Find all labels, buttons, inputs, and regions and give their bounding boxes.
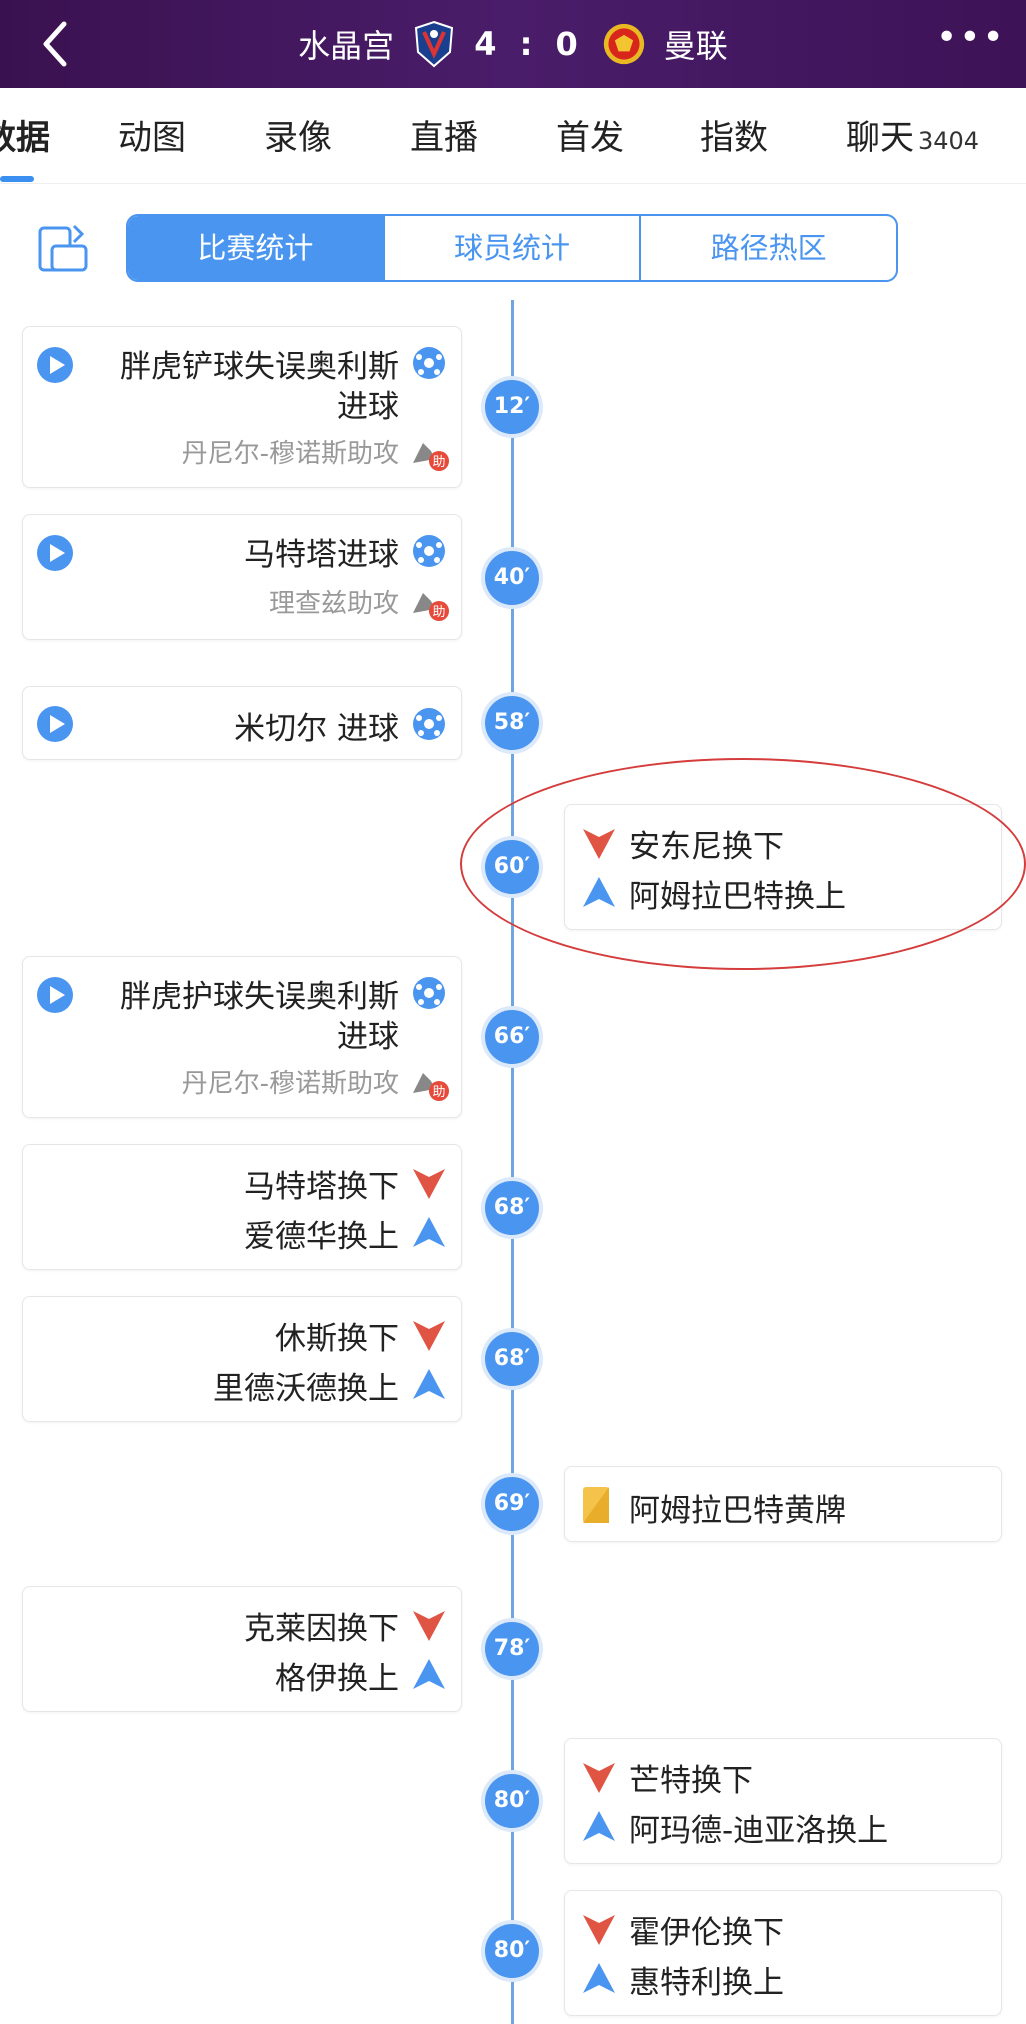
event-title: 胖虎护球失误奥利斯 bbox=[120, 979, 399, 1015]
segment-match-stats[interactable]: 比赛统计 bbox=[128, 216, 385, 280]
play-video-icon[interactable] bbox=[35, 704, 75, 744]
sub-out-icon bbox=[583, 1763, 615, 1793]
more-options-button[interactable]: ••• bbox=[936, 17, 1006, 58]
event-title: 阿姆拉巴特黄牌 bbox=[629, 1493, 846, 1529]
football-icon bbox=[413, 535, 445, 567]
sub-out-icon bbox=[583, 1915, 615, 1945]
back-arrow-icon[interactable] bbox=[28, 14, 88, 74]
minute-marker: 40′ bbox=[485, 551, 539, 605]
minute-marker: 58′ bbox=[485, 696, 539, 750]
sub-in-icon bbox=[583, 1811, 615, 1841]
assist-boot-icon: 助 bbox=[413, 443, 449, 471]
svg-text:助: 助 bbox=[432, 605, 445, 620]
assist-text: 理查兹助攻 bbox=[268, 589, 399, 619]
event-title-cont: 进球 bbox=[337, 1019, 399, 1055]
event-title-cont: 进球 bbox=[337, 389, 399, 425]
tab-data[interactable]: 数据 bbox=[0, 118, 50, 158]
event-card-goal[interactable]: 马特塔进球 理查兹助攻 助 bbox=[22, 514, 462, 640]
active-tab-indicator bbox=[0, 176, 34, 182]
svg-text:助: 助 bbox=[432, 1085, 445, 1100]
away-team-crest-icon bbox=[603, 23, 644, 65]
score-line: 水晶宫 4 : 0 曼联 bbox=[0, 0, 1026, 88]
home-team-crest-icon bbox=[415, 20, 454, 68]
minute-marker: 69′ bbox=[485, 1477, 539, 1531]
tab-replay[interactable]: 录像 bbox=[264, 118, 332, 158]
segment-player-stats[interactable]: 球员统计 bbox=[385, 216, 642, 280]
event-title: 胖虎铲球失误奥利斯 bbox=[120, 349, 399, 385]
sub-in-icon bbox=[583, 1963, 615, 1993]
minute-marker: 12′ bbox=[485, 380, 539, 434]
event-card-substitution[interactable]: 芒特换下 阿玛德-迪亚洛换上 bbox=[564, 1738, 1002, 1864]
tab-live[interactable]: 直播 bbox=[410, 118, 478, 158]
timeline-line bbox=[511, 300, 514, 2024]
event-card-substitution[interactable]: 克莱因换下 格伊换上 bbox=[22, 1586, 462, 1712]
tab-chat-label: 聊天 bbox=[846, 118, 914, 158]
score: 4 : 0 bbox=[474, 25, 584, 63]
sub-out-text: 霍伊伦换下 bbox=[629, 1915, 784, 1951]
tab-gifs[interactable]: 动图 bbox=[118, 118, 186, 158]
sub-in-icon bbox=[413, 1217, 445, 1247]
sub-in-text: 里德沃德换上 bbox=[213, 1371, 399, 1407]
match-header: 水晶宫 4 : 0 曼联 ••• bbox=[0, 0, 1026, 88]
segment-heatmap[interactable]: 路径热区 bbox=[710, 231, 827, 265]
sub-out-text: 芒特换下 bbox=[629, 1763, 753, 1799]
event-card-substitution[interactable]: 休斯换下 里德沃德换上 bbox=[22, 1296, 462, 1422]
event-card-substitution[interactable]: 霍伊伦换下 惠特利换上 bbox=[564, 1890, 1002, 2016]
assist-boot-icon: 助 bbox=[413, 1073, 449, 1101]
away-team-name: 曼联 bbox=[663, 27, 728, 65]
svg-text:助: 助 bbox=[432, 455, 445, 470]
sub-in-text: 惠特利换上 bbox=[629, 1965, 784, 2001]
swap-view-icon[interactable] bbox=[34, 220, 92, 278]
highlight-annotation-circle bbox=[460, 758, 1026, 970]
assist-text: 丹尼尔-穆诺斯助攻 bbox=[181, 439, 399, 469]
event-card-goal[interactable]: 胖虎铲球失误奥利斯 进球 丹尼尔-穆诺斯助攻 助 bbox=[22, 326, 462, 488]
tab-odds[interactable]: 指数 bbox=[700, 118, 768, 158]
sub-in-text: 阿玛德-迪亚洛换上 bbox=[629, 1813, 889, 1849]
chat-count: 3404 bbox=[918, 127, 980, 155]
event-card-goal[interactable]: 胖虎护球失误奥利斯 进球 丹尼尔-穆诺斯助攻 助 bbox=[22, 956, 462, 1118]
sub-out-text: 马特塔换下 bbox=[244, 1169, 399, 1205]
sub-out-text: 克莱因换下 bbox=[244, 1611, 399, 1647]
assist-boot-icon: 助 bbox=[413, 593, 449, 621]
football-icon bbox=[413, 977, 445, 1009]
play-video-icon[interactable] bbox=[35, 533, 75, 573]
home-team-name: 水晶宫 bbox=[298, 27, 395, 65]
sub-in-text: 格伊换上 bbox=[275, 1661, 399, 1697]
minute-marker: 68′ bbox=[485, 1181, 539, 1235]
yellow-card-icon bbox=[583, 1487, 609, 1523]
minute-marker: 80′ bbox=[485, 1774, 539, 1828]
stats-segment-control: 比赛统计 球员统计 路径热区 bbox=[126, 214, 898, 282]
sub-in-icon bbox=[413, 1659, 445, 1689]
tab-lineup[interactable]: 首发 bbox=[556, 118, 624, 158]
sub-in-icon bbox=[413, 1369, 445, 1399]
minute-marker: 66′ bbox=[485, 1010, 539, 1064]
minute-marker: 78′ bbox=[485, 1622, 539, 1676]
sub-out-text: 休斯换下 bbox=[275, 1321, 399, 1357]
sub-out-icon bbox=[413, 1321, 445, 1351]
event-title: 米切尔 进球 bbox=[234, 711, 399, 747]
assist-text: 丹尼尔-穆诺斯助攻 bbox=[181, 1069, 399, 1099]
football-icon bbox=[413, 708, 445, 740]
sub-out-icon bbox=[413, 1611, 445, 1641]
event-card-substitution[interactable]: 马特塔换下 爱德华换上 bbox=[22, 1144, 462, 1270]
sub-in-text: 爱德华换上 bbox=[244, 1219, 399, 1255]
event-title: 马特塔进球 bbox=[244, 537, 399, 573]
event-card-goal[interactable]: 米切尔 进球 bbox=[22, 686, 462, 760]
play-video-icon[interactable] bbox=[35, 345, 75, 385]
play-video-icon[interactable] bbox=[35, 975, 75, 1015]
minute-marker: 80′ bbox=[485, 1924, 539, 1978]
minute-marker: 68′ bbox=[485, 1332, 539, 1386]
event-card-yellow-card[interactable]: 阿姆拉巴特黄牌 bbox=[564, 1466, 1002, 1542]
football-icon bbox=[413, 347, 445, 379]
sub-out-icon bbox=[413, 1169, 445, 1199]
